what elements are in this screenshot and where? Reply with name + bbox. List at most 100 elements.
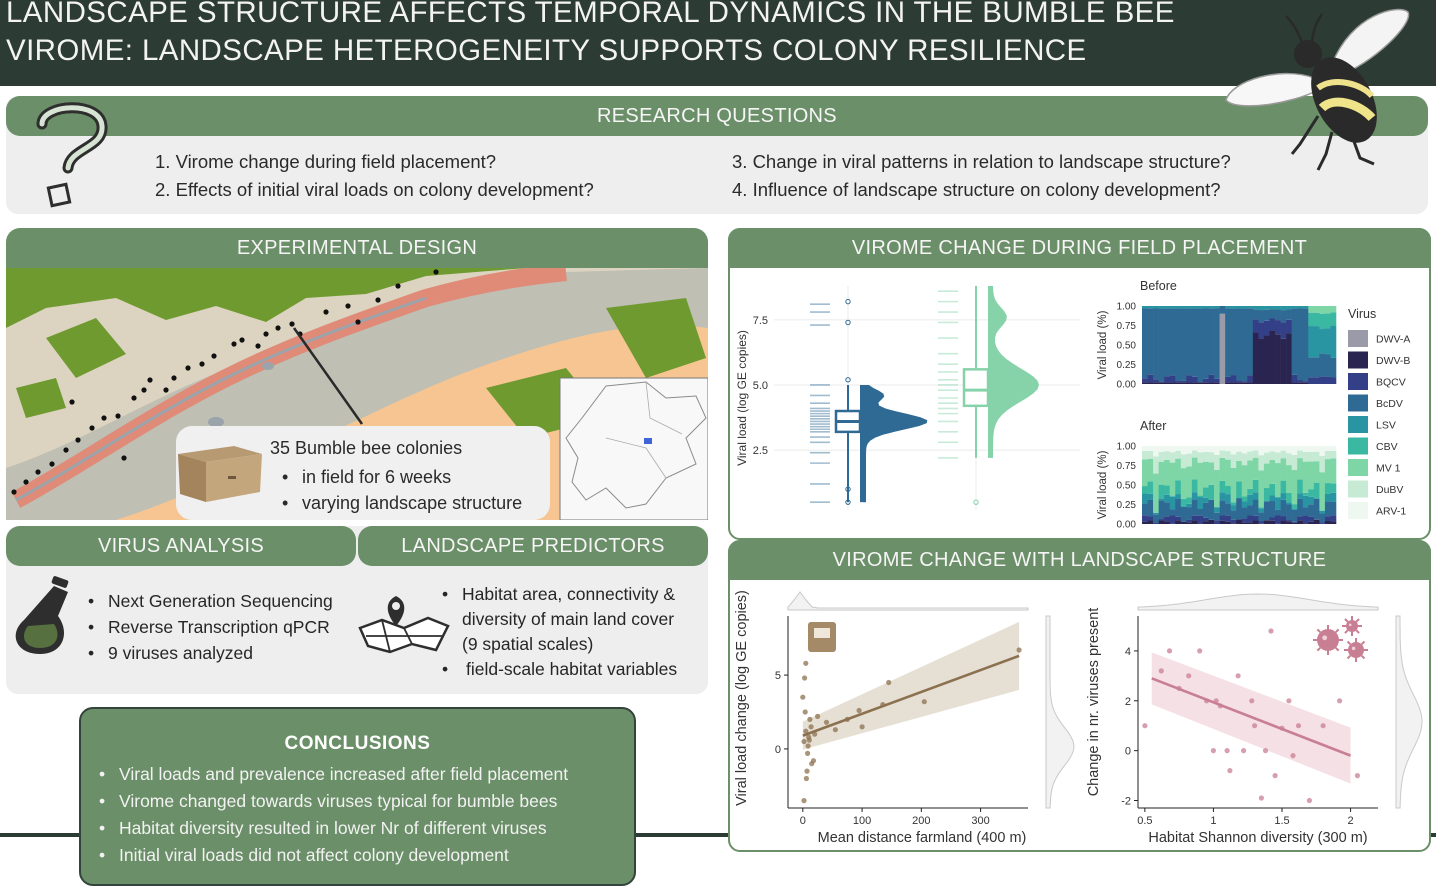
stacked-bar-segment [1263, 306, 1270, 310]
y-tick-label: 2 [1125, 696, 1131, 708]
stacked-bar-segment [1236, 498, 1243, 520]
stacked-bar-segment [1241, 518, 1248, 523]
stacked-bar-segment [1186, 382, 1193, 384]
legend-title: Virus [1348, 307, 1376, 321]
beaker-icon-liquid [814, 638, 830, 648]
stacked-bar-segment [1313, 446, 1320, 452]
stacked-bar-segment [1308, 516, 1315, 522]
scatter-point [1272, 773, 1278, 779]
scatter-point [802, 709, 808, 715]
stacked-bar-segment [1247, 522, 1254, 524]
stacked-bar-segment [1202, 502, 1209, 518]
stacked-bar-segment [1302, 461, 1309, 493]
scatter-point [1286, 698, 1292, 704]
bumble-bee-icon [1225, 8, 1410, 171]
stacked-bar-segment [1153, 473, 1159, 513]
scatter-point [859, 724, 865, 730]
scatter-point [1249, 698, 1255, 704]
stacked-bar-segment [1241, 501, 1248, 508]
stacked-bar-segment [1197, 308, 1204, 383]
stacked-bar-segment [1169, 375, 1176, 383]
title-line-1: LANDSCAPE STRUCTURE AFFECTS TEMPORAL DYN… [6, 0, 1175, 29]
legend-swatch-lsv [1348, 416, 1368, 433]
stacked-bar-segment [1324, 520, 1331, 524]
stacked-bar-segment [1269, 331, 1276, 384]
virus-analysis-bullet-1: Next Generation Sequencing [86, 588, 333, 614]
stacked-bar-segment [1169, 509, 1176, 516]
stacked-y-tick: 0.50 [1117, 481, 1137, 492]
stacked-bar-segment [1236, 380, 1243, 383]
x-tick-label: 2 [1348, 815, 1354, 827]
experimental-design-heading: EXPERIMENTAL DESIGN [6, 228, 708, 268]
stacked-bar-segment [1247, 494, 1254, 506]
stacked-bar-segment [1297, 380, 1304, 383]
virus-icon-spike [1346, 654, 1352, 660]
stacked-bar-segment [1180, 506, 1187, 522]
stacked-bar-segment [1319, 472, 1326, 511]
stacked-bar-segment [1302, 308, 1309, 382]
stacked-bar-segment [1286, 520, 1292, 522]
scatter-point [803, 660, 809, 666]
stacked-bar-segment [1313, 498, 1320, 499]
stacked-bar-segment [1169, 462, 1176, 496]
y-axis-label: Change in nr. viruses present [1086, 608, 1102, 797]
stacked-bar-segment [1330, 521, 1337, 524]
stacked-bar-segment [1297, 479, 1304, 494]
legend-label: MV 1 [1376, 463, 1401, 475]
stacked-bar-segment [1330, 377, 1337, 384]
trend-line [802, 654, 1020, 737]
stacked-bar-segment [1225, 459, 1231, 486]
stacked-bar-segment [1319, 446, 1326, 456]
violin-outlier [845, 499, 851, 505]
scatter-point [886, 679, 892, 686]
colonies-count-text: 35 Bumble bee colonies [270, 438, 463, 458]
stacked-bar-segment [1286, 521, 1292, 524]
stacked-bar-segment [1313, 519, 1320, 524]
stacked-bar-segment [1280, 322, 1287, 339]
stacked-bar-segment [1275, 463, 1281, 498]
stacked-bar-segment [1258, 338, 1265, 384]
stacked-bar-segment [1230, 510, 1237, 520]
stacked-bar-segment [1319, 455, 1326, 473]
stacked-bar-segment [1297, 306, 1304, 309]
scatter-point [832, 727, 838, 733]
stacked-bar-segment [1236, 451, 1243, 461]
stacked-bar-segment [1164, 521, 1171, 524]
stacked-bar-segment [1330, 325, 1337, 358]
virus-analysis-list: Next Generation Sequencing Reverse Trans… [86, 588, 333, 666]
stacked-bar-segment [1236, 519, 1243, 524]
stacked-bar-segment [1280, 499, 1287, 517]
stacked-bar-segment [1302, 492, 1309, 496]
stacked-bar-segment [1308, 326, 1315, 358]
stacked-bar-segment [1142, 306, 1148, 309]
stacked-bar-segment [1164, 306, 1171, 309]
scatter-point [921, 699, 927, 705]
scatter-point [823, 719, 830, 725]
scatter-point [801, 798, 807, 804]
stacked-bar-segment [1308, 461, 1315, 490]
stacked-bar-segment [1247, 460, 1254, 489]
scatter-point [1235, 673, 1241, 679]
stacked-bar-segment [1180, 454, 1187, 469]
stacked-bar-segment [1308, 377, 1315, 384]
stacked-bar-segment [1180, 382, 1187, 384]
stacked-bar-segment [1291, 374, 1298, 383]
scatter-point [805, 743, 811, 749]
stacked-bar-segment [1147, 446, 1154, 451]
stacked-bar-segment [1280, 306, 1287, 311]
stacked-bar-segment [1302, 446, 1309, 452]
stacked-y-tick: 0.25 [1117, 360, 1137, 371]
stacked-bar-segment [1291, 446, 1298, 456]
stacked-bar-segment [1225, 376, 1231, 383]
legend-swatch-dwv-a [1348, 330, 1368, 347]
stacked-bar-segment [1153, 456, 1159, 474]
stacked-bar-segment [1241, 446, 1248, 454]
stacked-bar-segment [1219, 500, 1226, 516]
stacked-bar-segment [1230, 467, 1237, 503]
stacked-bar-segment [1291, 306, 1298, 309]
virus-icon-spot [1348, 623, 1352, 627]
bottom-divider-mid [636, 833, 730, 837]
legend-swatch-dubv [1348, 480, 1368, 498]
virus-icon-spike [1346, 640, 1352, 646]
